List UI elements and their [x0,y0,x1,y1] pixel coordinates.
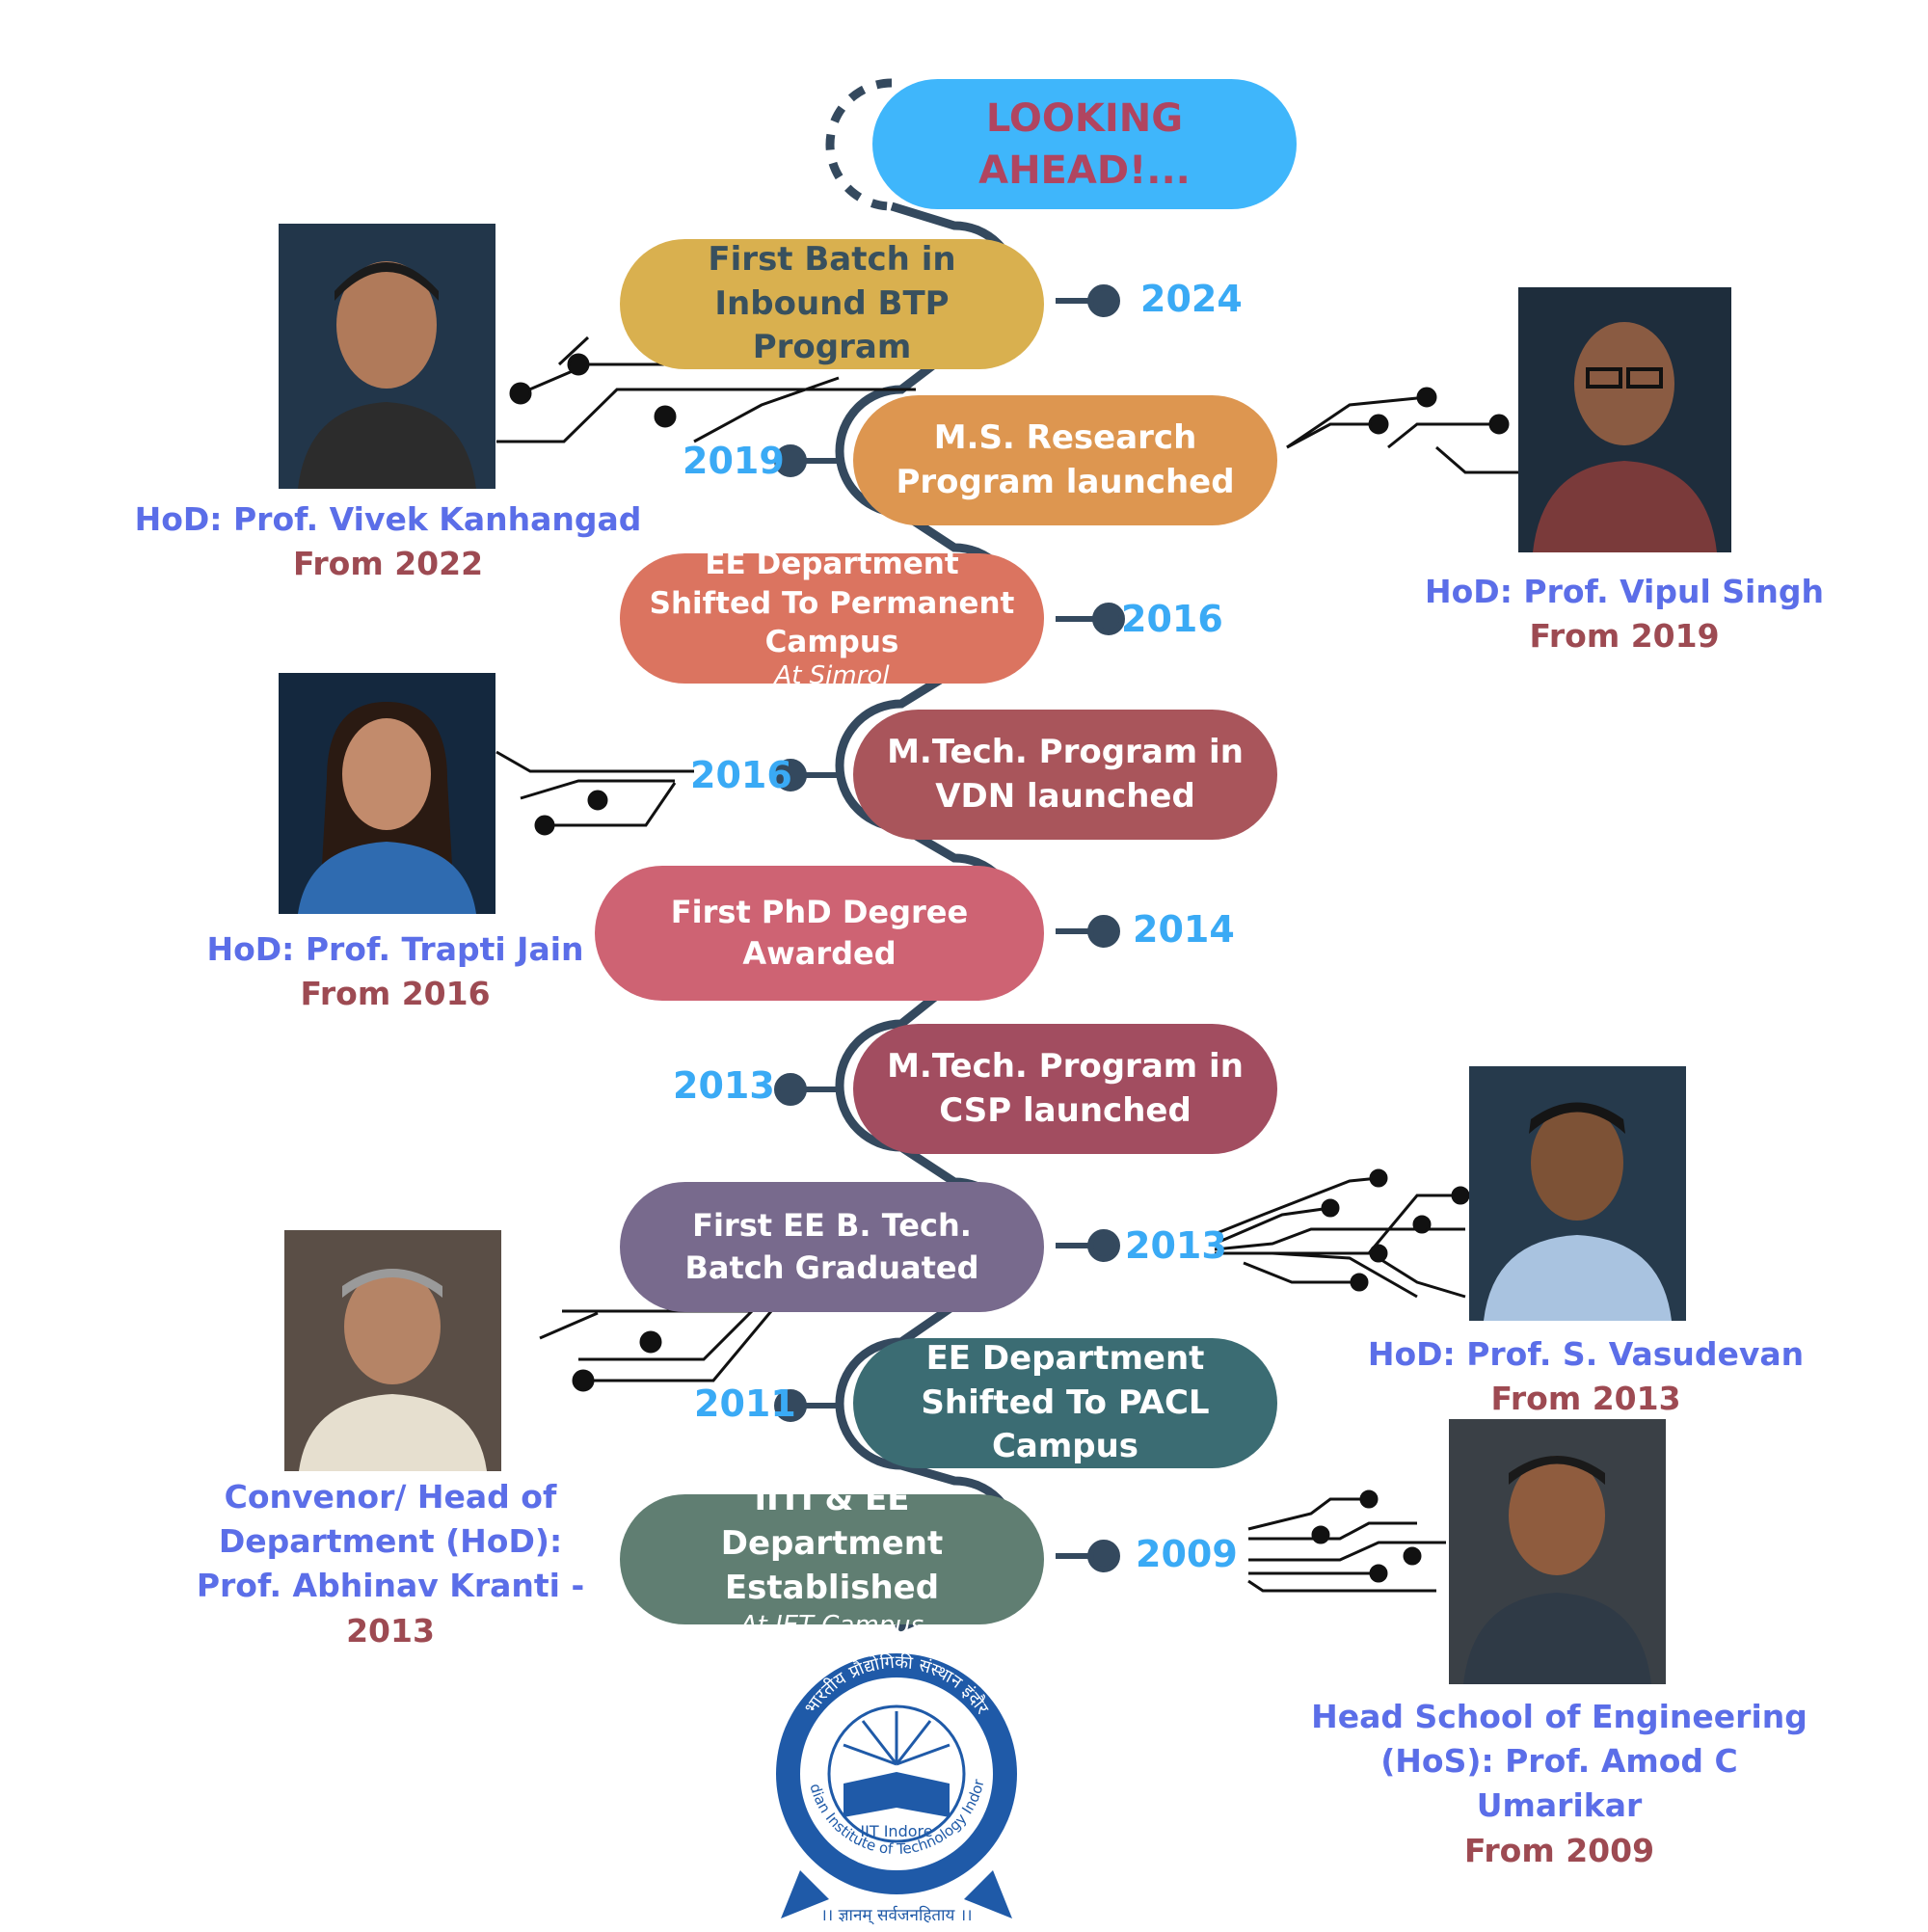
milestone-first-phd: First PhD Degree Awarded [595,866,1044,1001]
milestone-label: IITI & EE Department Established [720,1480,944,1607]
milestone-mtech-csp: M.Tech. Program in CSP launched [853,1024,1277,1154]
year-2013-a: 2013 [673,1064,775,1107]
milestone-label: EE Department Shifted To Permanent Campu… [649,547,1015,660]
photo-abhinav-kranti [284,1230,501,1471]
logo-book-label: IIT Indore [860,1822,932,1840]
milestone-label: M.Tech. Program in VDN launched [887,732,1244,816]
year-2014: 2014 [1133,908,1235,951]
photo-amod-umarikar [1449,1419,1666,1684]
person-name: Prof. Abhinav Kranti - [196,1567,585,1605]
person-since: From 2009 [1463,1831,1655,1869]
caption-abhinav: Convenor/ Head of Department (HoD): Prof… [154,1475,627,1653]
year-2011: 2011 [694,1382,796,1425]
milestone-first-btech: First EE B. Tech. Batch Graduated [620,1182,1044,1312]
year-2016-a: 2016 [1121,598,1223,640]
person-since: From 2016 [300,975,491,1013]
year-2013-b: 2013 [1125,1224,1227,1267]
circuit-decorations [495,335,1518,1593]
person-name: HoD: Prof. Vivek Kanhangad [134,500,642,538]
milestone-sub: At Simrol [774,661,890,691]
caption-vipul: HoD: Prof. Vipul Singh From 2019 [1417,570,1832,658]
portrait-icon [1469,1066,1686,1321]
person-since: From 2013 [1490,1380,1681,1418]
header-looking-ahead: LOOKING AHEAD!... [872,79,1297,209]
year-2024: 2024 [1140,278,1243,320]
portrait-icon [1518,287,1731,552]
milestone-ms-research: M.S. Research Program launched [853,395,1277,525]
milestone-sub: At IET Campus [739,1610,924,1640]
year-connectors [774,284,1125,1572]
year-2009: 2009 [1136,1533,1238,1575]
caption-trapti: HoD: Prof. Trapti Jain From 2016 [193,927,598,1016]
person-name: HoD: Prof. Vipul Singh [1425,573,1824,610]
photo-s-vasudevan [1469,1066,1686,1321]
person-since: From 2019 [1529,617,1720,656]
person-name: Convenor/ Head of [224,1478,557,1516]
person-since: From 2022 [292,545,484,583]
year-2016-b: 2016 [690,754,792,796]
person-name: Department (HoD): [218,1522,563,1561]
milestone-mtech-vdn: M.Tech. Program in VDN launched [853,710,1277,840]
caption-vasudevan: HoD: Prof. S. Vasudevan From 2013 [1345,1332,1827,1421]
person-since: 2013 [346,1611,435,1650]
milestone-label: M.Tech. Program in CSP launched [887,1046,1244,1130]
milestone-label: EE Department Shifted To PACL Campus [921,1338,1210,1466]
milestone-label: M.S. Research Program launched [896,417,1235,501]
milestone-established: IITI & EE Department Established At IET … [620,1480,1044,1640]
portrait-icon [279,673,495,914]
person-name: HoD: Prof. S. Vasudevan [1367,1335,1805,1373]
milestone-inbound-btp: First Batch in Inbound BTP Program [620,239,1044,369]
person-name: HoD: Prof. Trapti Jain [206,930,584,968]
caption-vivek: HoD: Prof. Vivek Kanhangad From 2022 [125,497,651,586]
iit-indore-logo: भारतीय प्रौद्योगिकी संस्थान इंदौर Indian… [757,1625,1031,1928]
caption-amod: Head School of Engineering (HoS): Prof. … [1297,1695,1822,1873]
seal-icon: भारतीय प्रौद्योगिकी संस्थान इंदौर Indian… [757,1625,1017,1925]
milestone-label: First Batch in Inbound BTP Program [708,239,956,367]
year-2019: 2019 [683,440,785,482]
photo-trapti-jain [279,673,495,914]
portrait-icon [1449,1419,1666,1684]
photo-vipul-singh [1518,287,1731,552]
milestone-label: First EE B. Tech. Batch Graduated [684,1207,979,1286]
photo-vivek-kanhangad [279,224,495,489]
portrait-icon [284,1230,501,1471]
road-dashed-start [825,78,893,211]
milestone-permanent-campus: EE Department Shifted To Permanent Campu… [620,547,1044,690]
person-name: (HoS): Prof. Amod C Umarikar [1380,1742,1738,1825]
header-label: LOOKING AHEAD!... [978,95,1191,193]
portrait-icon [279,224,495,489]
milestone-label: First PhD Degree Awarded [670,893,969,972]
person-name: Head School of Engineering [1311,1698,1808,1735]
logo-motto: ।। ज्ञानम् सर्वजनहिताय ।। [820,1905,972,1925]
milestone-pacl-campus: EE Department Shifted To PACL Campus [853,1338,1277,1468]
